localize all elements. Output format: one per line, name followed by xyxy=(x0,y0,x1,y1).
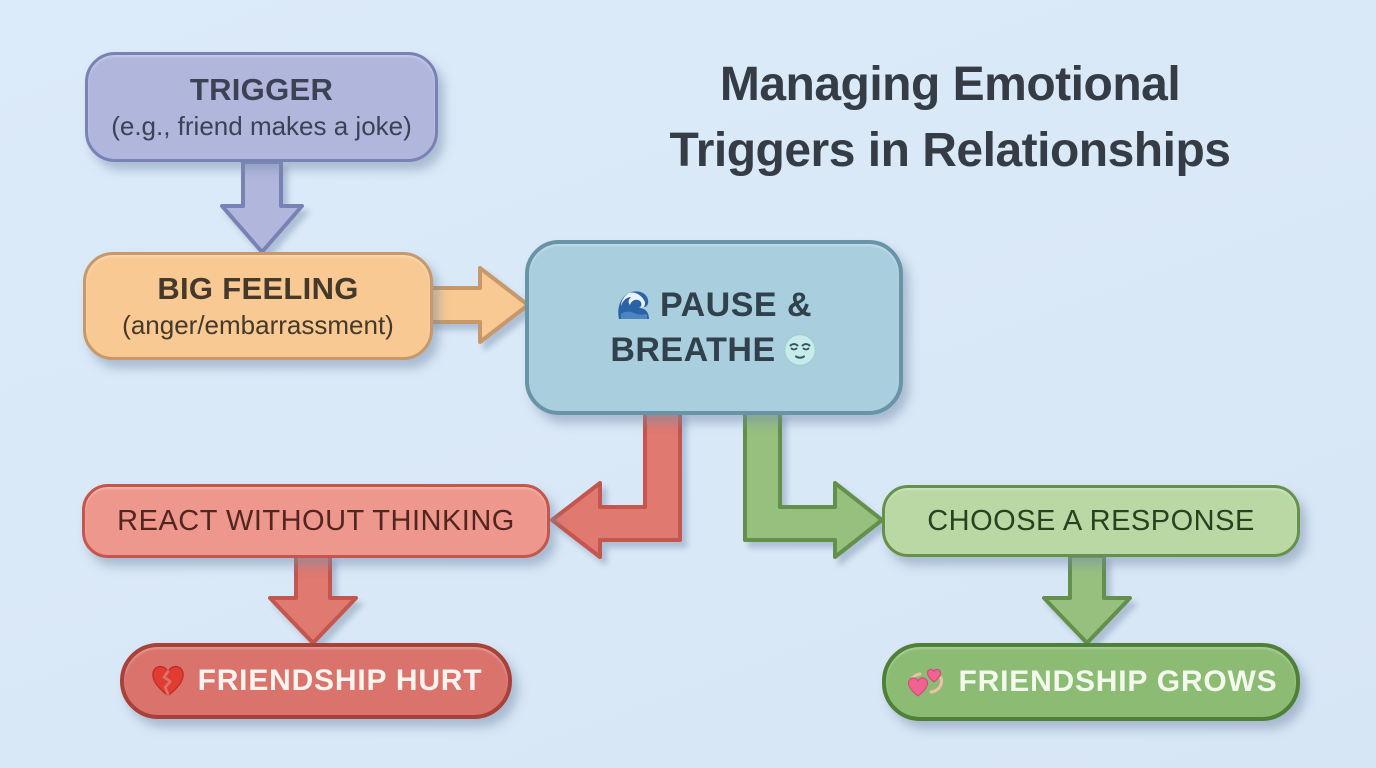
node-trigger: TRIGGER (e.g., friend makes a joke) xyxy=(85,52,438,162)
relieved-face-icon xyxy=(782,332,818,368)
title-line-2: Triggers in Relationships xyxy=(669,124,1231,177)
choose-label: CHOOSE A RESPONSE xyxy=(927,504,1255,537)
hurt-label: FRIENDSHIP HURT xyxy=(197,664,483,697)
arrow-choose-to-grows xyxy=(1042,554,1132,645)
revolving-hearts-icon xyxy=(905,663,947,701)
node-big-feeling: BIG FEELING (anger/embarrassment) xyxy=(83,252,433,360)
arrow-pause-to-choose xyxy=(743,410,884,559)
title-line-1: Managing Emotional xyxy=(719,58,1181,111)
big-feeling-title: BIG FEELING xyxy=(157,271,359,306)
arrow-react-to-hurt xyxy=(268,554,358,645)
big-feeling-subtitle: (anger/embarrassment) xyxy=(122,310,394,340)
pause-line-2: BREATHE xyxy=(610,330,776,369)
node-friendship-hurt: FRIENDSHIP HURT xyxy=(120,643,512,719)
pause-line-1: PAUSE & xyxy=(659,285,813,324)
arrow-trigger-to-bigfeeling xyxy=(220,160,304,254)
trigger-title: TRIGGER xyxy=(189,72,334,107)
node-react-without-thinking: REACT WITHOUT THINKING xyxy=(82,484,550,558)
node-choose-a-response: CHOOSE A RESPONSE xyxy=(882,485,1300,557)
broken-heart-icon xyxy=(150,664,186,698)
node-friendship-grows: FRIENDSHIP GROWS xyxy=(882,643,1300,721)
arrow-bigfeeling-to-pause xyxy=(426,266,530,344)
trigger-subtitle: (e.g., friend makes a joke) xyxy=(111,111,412,141)
arrow-pause-to-react xyxy=(550,410,682,559)
react-label: REACT WITHOUT THINKING xyxy=(117,504,515,537)
grows-label: FRIENDSHIP GROWS xyxy=(958,665,1278,698)
node-pause-breathe: PAUSE & BREATHE xyxy=(525,240,903,415)
wave-icon xyxy=(616,288,654,322)
